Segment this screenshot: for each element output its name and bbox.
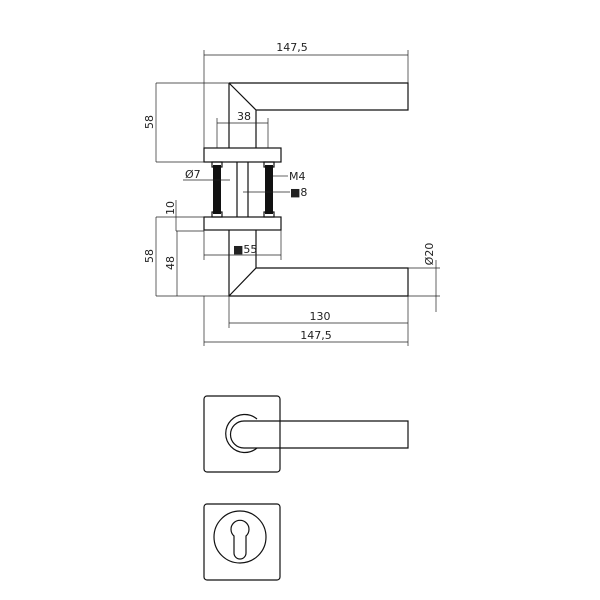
dim-screw-diameter: Ø7 [185, 168, 201, 181]
key-rose-ring [213, 510, 267, 564]
front-lever [229, 420, 409, 449]
upper-rose [203, 147, 282, 163]
spindle [236, 162, 249, 217]
handle-rose-ring [225, 413, 258, 454]
dim-bottom-width: 147,5 [300, 329, 332, 342]
key-rose [203, 503, 281, 581]
upper-lever [228, 82, 409, 148]
front-view-key-rose [203, 503, 281, 581]
right-screw [265, 165, 273, 214]
dim-lever-length: 130 [310, 310, 331, 323]
front-view-handle [203, 395, 409, 473]
dim-lower-height: 58 [143, 249, 156, 263]
left-screw [213, 165, 221, 214]
dim-lever-height: 48 [164, 256, 177, 270]
dim-spindle: ■8 [290, 186, 307, 199]
lower-lever [228, 230, 409, 297]
dim-thread: M4 [289, 170, 306, 183]
side-view [203, 82, 409, 297]
handle-rose [203, 395, 281, 473]
dimension-labels: 147,5 58 38 Ø7 M4 ■8 10 58 48 ■55 Ø20 13… [143, 41, 436, 342]
dim-lever-diameter: Ø20 [423, 243, 436, 266]
dim-rose-thickness: 10 [164, 201, 177, 215]
dim-top-width: 147,5 [276, 41, 308, 54]
dim-rose-spacing: 38 [237, 110, 251, 123]
dim-upper-height: 58 [143, 115, 156, 129]
lower-rose [203, 216, 282, 231]
dimension-lines [155, 50, 440, 346]
cylinder-keyhole-icon [230, 519, 250, 560]
dim-rose-size: ■55 [233, 243, 257, 256]
